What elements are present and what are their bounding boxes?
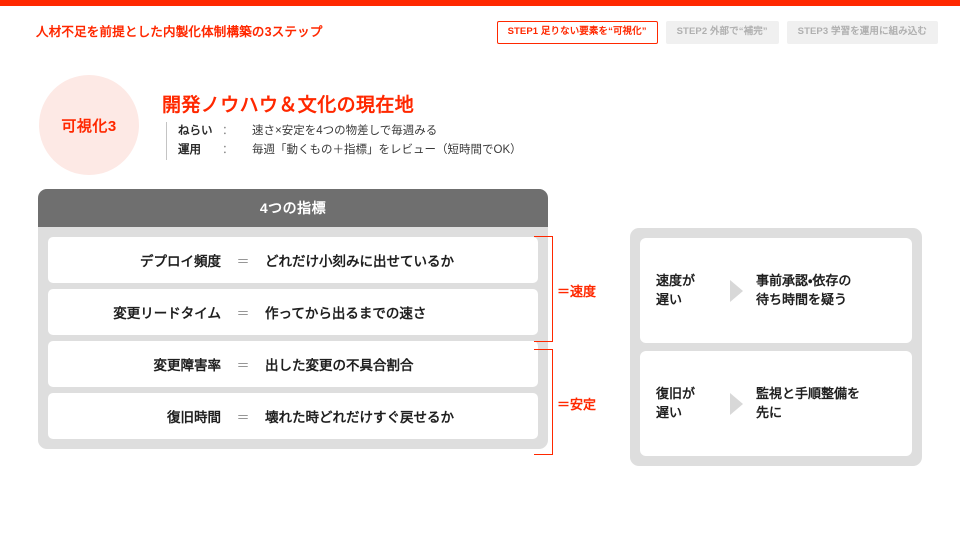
advice-symptom: 復旧が 遅い [656, 385, 696, 420]
advice-symptom: 速度が 遅い [656, 272, 696, 307]
metric-name: デプロイ頻度 [140, 254, 221, 269]
meta-key: ねらい [178, 125, 213, 137]
metric-description: 出した変更の不具合割合 [265, 358, 414, 373]
step-indicator-group: STEP1 足りない要素を“可視化” STEP2 外部で“補完” STEP3 学… [496, 21, 938, 44]
metric-equals-sign: ＝ [236, 253, 250, 269]
metric-equals-sign: ＝ [236, 305, 250, 321]
intro-meta-block: ねらい ： 速さ×安定を4つの物差しで毎週みる 運用 ： 毎週「動くもの＋指標」… [166, 122, 522, 160]
group-bracket-stability [534, 349, 553, 455]
metrics-list: デプロイ頻度 ＝ どれだけ小刻みに出せているか 変更リードタイム ＝ 作ってから… [38, 227, 548, 449]
step-pill-1[interactable]: STEP1 足りない要素を“可視化” [496, 21, 658, 44]
meta-value: 毎週「動くもの＋指標」をレビュー（短時間でOK） [252, 144, 522, 156]
group-bracket-speed [534, 236, 553, 342]
advice-action: 監視と手順整備を 先に [756, 385, 861, 420]
section-headline: 開発ノウハウ＆文化の現在地 [162, 95, 415, 116]
metric-description: どれだけ小刻みに出せているか [265, 254, 454, 269]
section-badge-label: 可視化3 [61, 117, 117, 135]
metric-row[interactable]: デプロイ頻度 ＝ どれだけ小刻みに出せているか [48, 237, 538, 283]
chevron-right-icon [722, 391, 756, 417]
advice-action: 事前承認・依存の 待ち時間を疑う [756, 272, 852, 307]
metric-row[interactable]: 変更リードタイム ＝ 作ってから出るまでの速さ [48, 289, 538, 335]
group-bracket-stability-label: ＝安定 [557, 397, 597, 412]
metric-equals-sign: ＝ [236, 409, 250, 425]
meta-colon: ： [222, 125, 234, 137]
top-accent-bar [0, 0, 960, 6]
advice-panel: 速度が 遅い 事前承認・依存の 待ち時間を疑う 復旧が 遅い 監視と手順整備を … [630, 228, 922, 466]
metric-equals-sign: ＝ [236, 357, 250, 373]
advice-card[interactable]: 速度が 遅い 事前承認・依存の 待ち時間を疑う [640, 238, 912, 343]
metric-name: 変更障害率 [153, 358, 222, 373]
metrics-panel-header: 4つの指標 [38, 189, 548, 227]
page-title: 人材不足を前提とした内製化体制構築の3ステップ [36, 25, 323, 39]
meta-key: 運用 [178, 144, 201, 156]
metrics-panel: 4つの指標 デプロイ頻度 ＝ どれだけ小刻みに出せているか 変更リードタイム ＝… [38, 189, 548, 449]
meta-value: 速さ×安定を4つの物差しで毎週みる [252, 125, 438, 137]
metric-description: 作ってから出るまでの速さ [265, 306, 427, 321]
meta-row: ねらい ： 速さ×安定を4つの物差しで毎週みる [178, 122, 522, 141]
meta-colon: ： [222, 144, 234, 156]
chevron-right-icon [722, 278, 756, 304]
step-pill-3[interactable]: STEP3 学習を運用に組み込む [786, 21, 938, 44]
metric-row[interactable]: 変更障害率 ＝ 出した変更の不具合割合 [48, 341, 538, 387]
metric-name: 変更リードタイム [113, 306, 221, 321]
group-bracket-speed-label: ＝速度 [557, 284, 597, 299]
metric-description: 壊れた時どれだけすぐ戻せるか [265, 410, 454, 425]
meta-row: 運用 ： 毎週「動くもの＋指標」をレビュー（短時間でOK） [178, 141, 522, 160]
step-pill-2[interactable]: STEP2 外部で“補完” [665, 21, 779, 44]
section-badge-circle: 可視化3 [39, 75, 139, 175]
advice-card[interactable]: 復旧が 遅い 監視と手順整備を 先に [640, 351, 912, 456]
metric-name: 復旧時間 [167, 410, 221, 425]
metric-row[interactable]: 復旧時間 ＝ 壊れた時どれだけすぐ戻せるか [48, 393, 538, 439]
